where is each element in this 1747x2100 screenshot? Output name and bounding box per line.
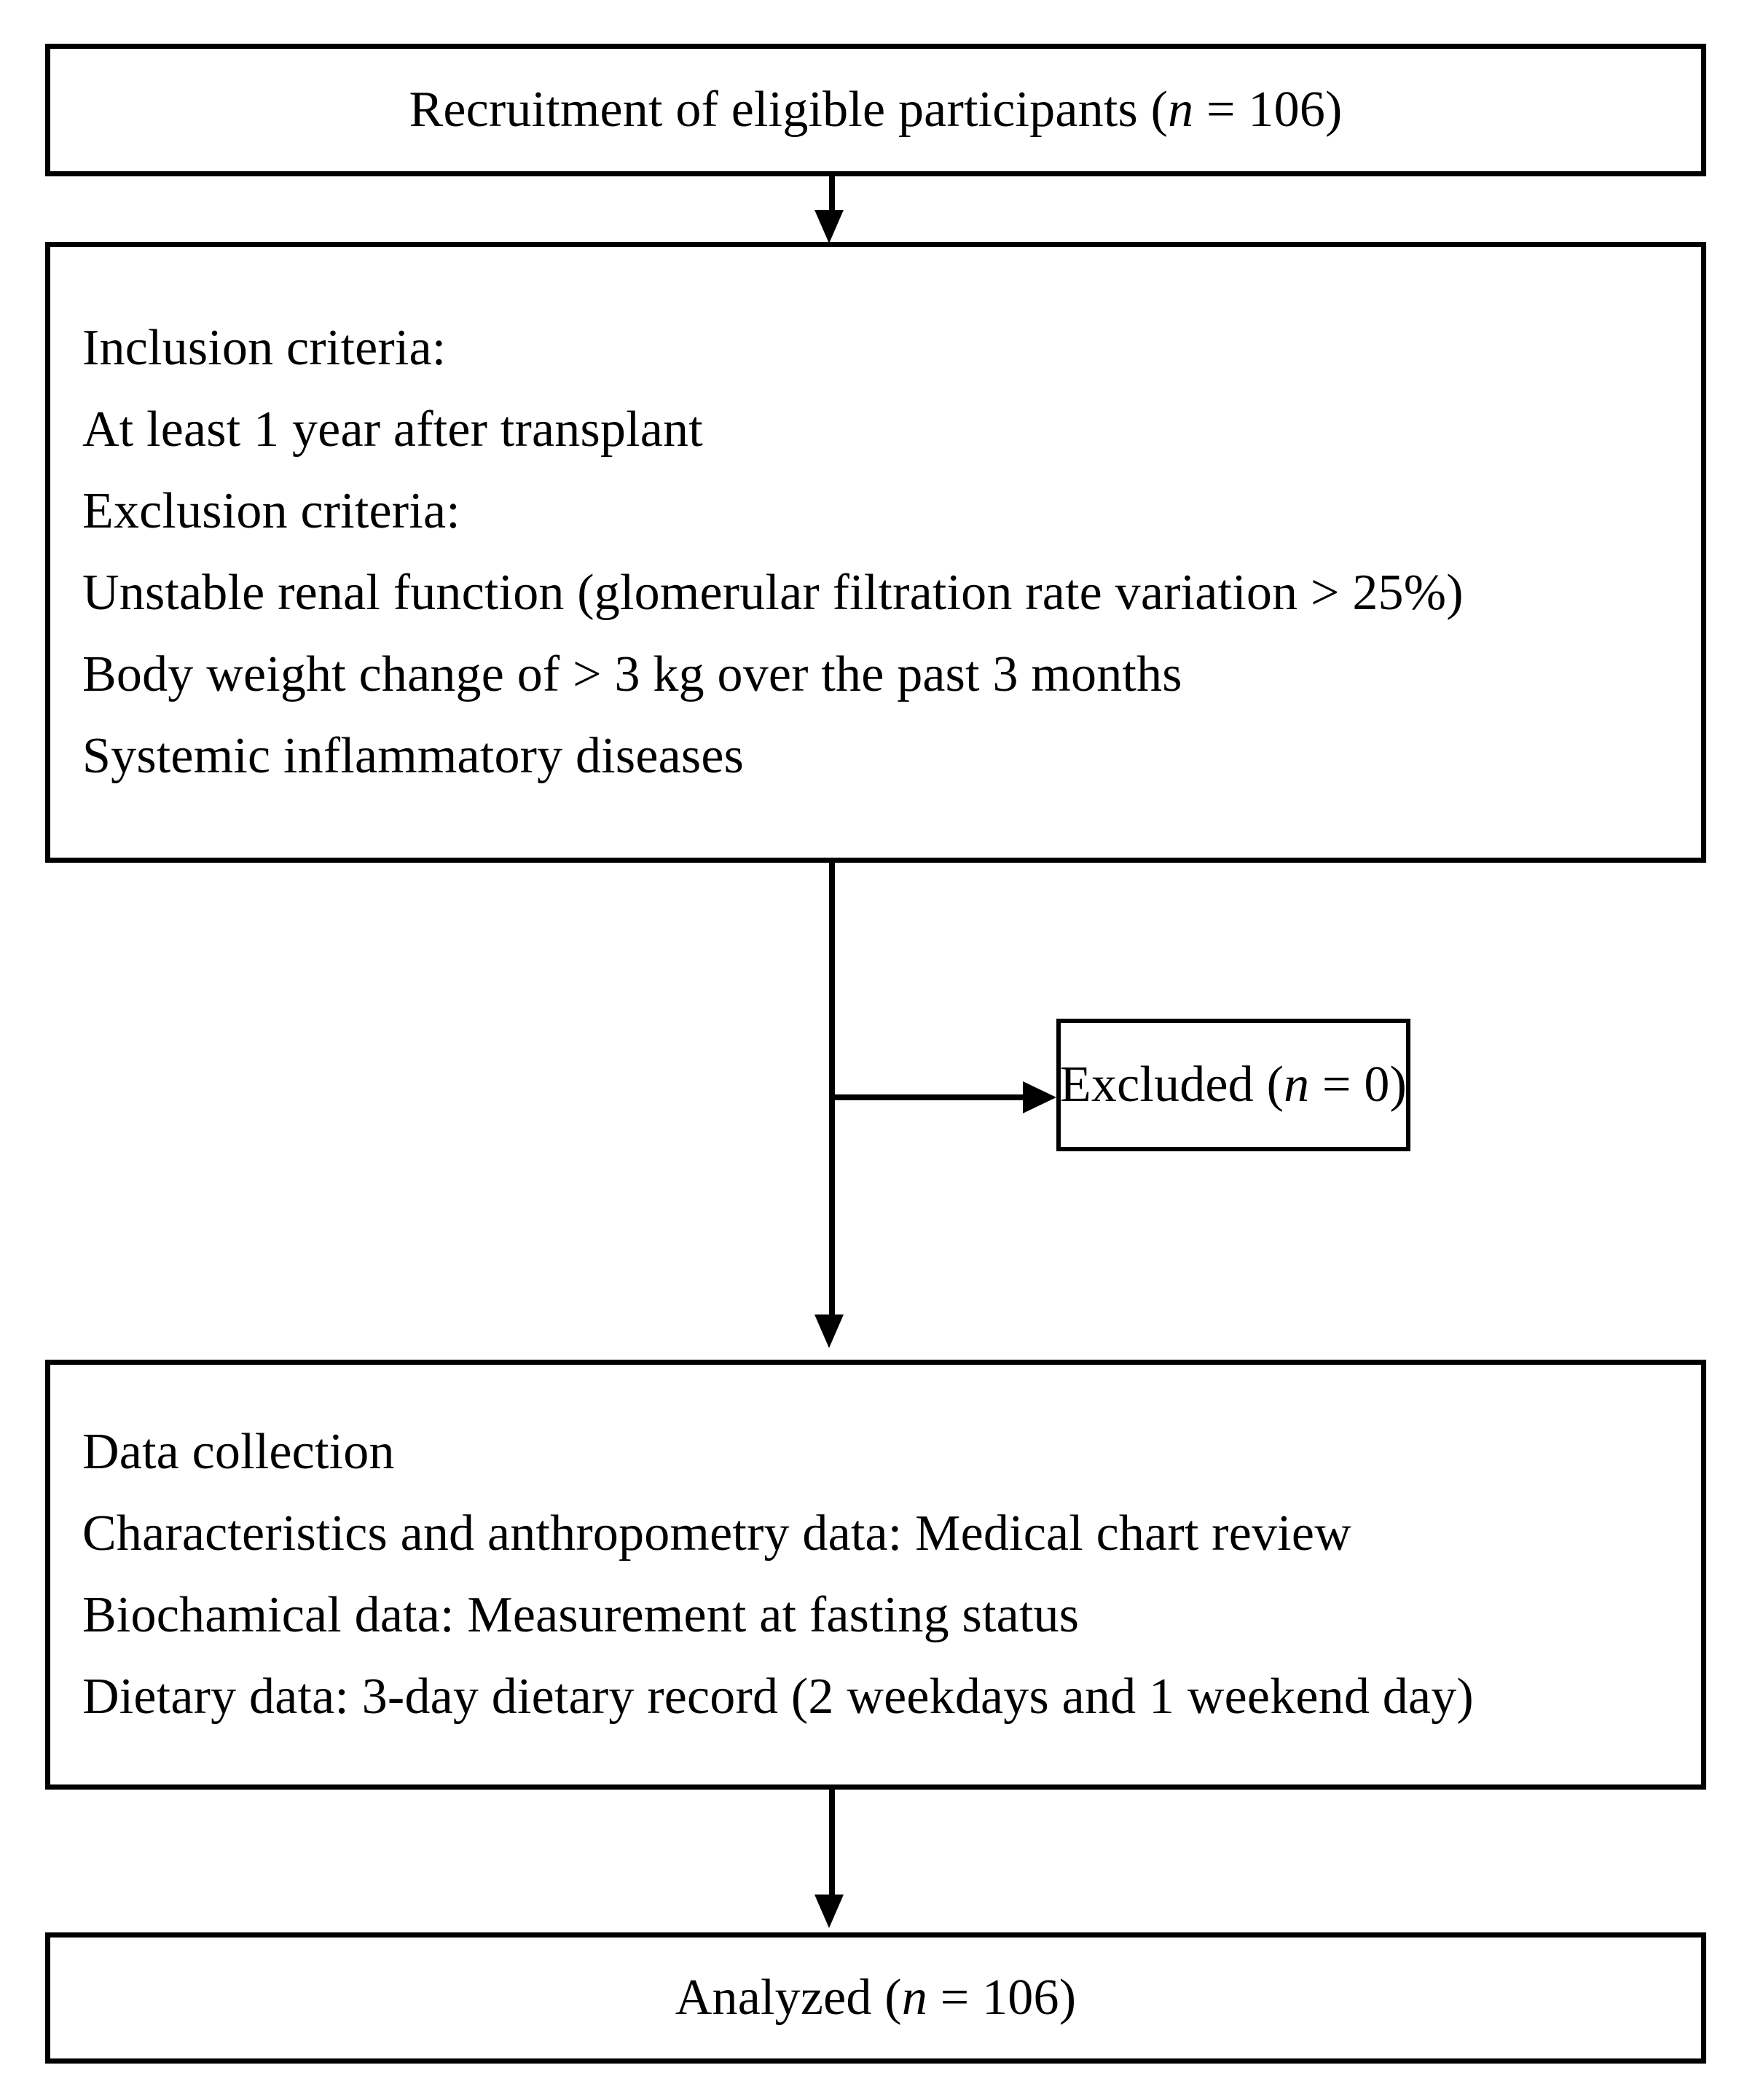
datacollection-line-heading: Data collection: [82, 1424, 395, 1480]
arrowhead-down-icon: [814, 210, 844, 243]
arrowhead-right-icon: [1023, 1081, 1056, 1113]
criteria-line-exclusion-3: Systemic inflammatory diseases: [82, 728, 745, 784]
datacollection-line-dietary: Dietary data: 3-day dietary record (2 we…: [82, 1669, 1474, 1725]
excluded-text-before: Excluded (: [1059, 1057, 1284, 1113]
connector-datacollection-to-analyzed: [829, 1790, 835, 1897]
recruitment-text-before: Recruitment of eligible participants (: [409, 82, 1169, 138]
node-criteria: Inclusion criteria: At least 1 year afte…: [45, 242, 1706, 863]
node-analyzed: Analyzed (n = 106): [45, 1932, 1706, 2064]
analyzed-text-after: = 106): [927, 1970, 1077, 2026]
node-data-collection: Data collection Characteristics and anth…: [45, 1360, 1706, 1790]
criteria-line-exclusion-1: Unstable renal function (glomerular filt…: [82, 565, 1464, 621]
analyzed-text-before: Analyzed (: [675, 1970, 902, 2026]
excluded-n-symbol: n: [1284, 1057, 1310, 1113]
arrowhead-down-icon: [814, 1895, 844, 1928]
analyzed-n-symbol: n: [901, 1970, 928, 2026]
node-analyzed-label: Analyzed (n = 106): [675, 1972, 1076, 2023]
criteria-line-exclusion-2: Body weight change of > 3 kg over the pa…: [82, 646, 1182, 702]
node-excluded: Excluded (n = 0): [1056, 1019, 1410, 1151]
recruitment-text-after: = 106): [1193, 82, 1343, 138]
criteria-line-exclusion-heading: Exclusion criteria:: [82, 483, 460, 539]
datacollection-line-characteristics: Characteristics and anthropometry data: …: [82, 1505, 1351, 1562]
recruitment-n-symbol: n: [1168, 82, 1194, 138]
node-excluded-label: Excluded (n = 0): [1060, 1059, 1407, 1110]
connector-branch-to-excluded: [829, 1094, 1048, 1100]
datacollection-line-biochemical: Biochamical data: Measurement at fasting…: [82, 1587, 1080, 1643]
arrowhead-down-icon: [814, 1315, 844, 1348]
criteria-line-inclusion-heading: Inclusion criteria:: [82, 320, 447, 376]
criteria-line-inclusion-1: At least 1 year after transplant: [82, 401, 703, 458]
node-recruitment: Recruitment of eligible participants (n …: [45, 44, 1706, 176]
connector-criteria-to-datacollection: [829, 863, 835, 1316]
node-recruitment-label: Recruitment of eligible participants (n …: [409, 85, 1342, 136]
connector-recruitment-to-criteria: [829, 176, 835, 214]
excluded-text-after: = 0): [1309, 1057, 1408, 1113]
